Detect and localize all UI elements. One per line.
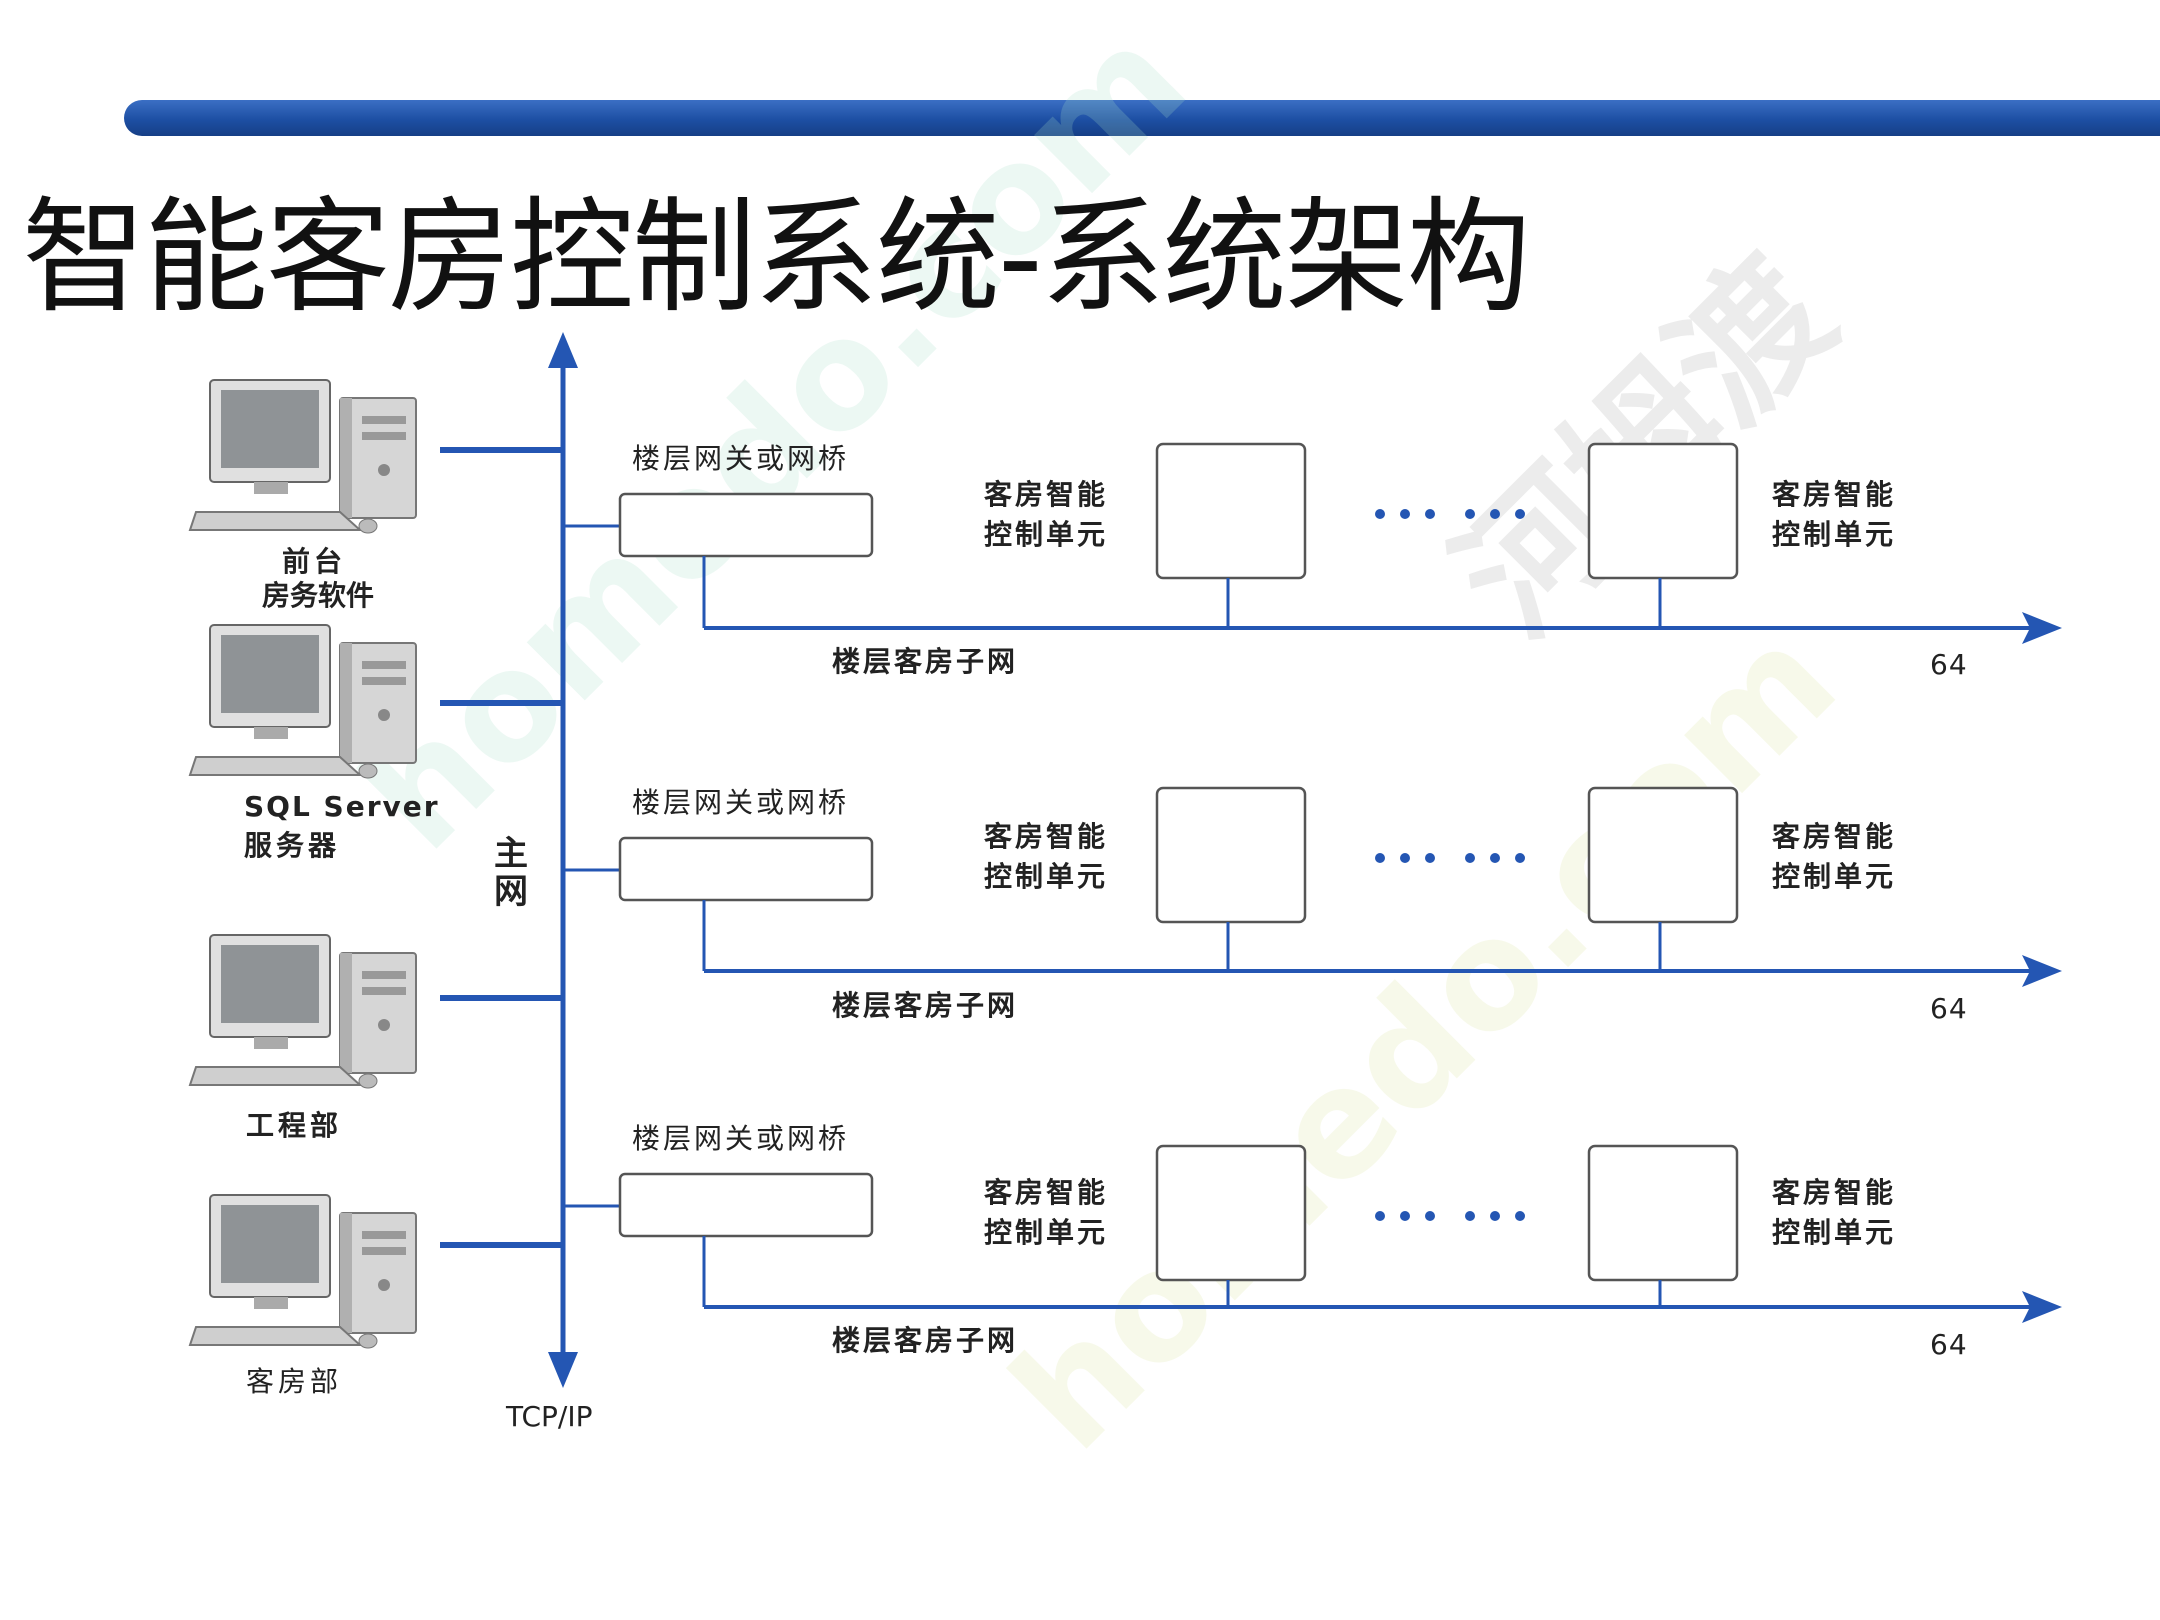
workstation-label-frontdesk-sub: 房务软件 [262,579,375,612]
ellipsis-dot [1400,1211,1410,1221]
subnet-label: 楼层客房子网 [832,645,1019,678]
workstation-connectors [440,447,563,1248]
control-unit-box [1587,442,1739,580]
unit-label: 控制单元 [984,1216,1109,1249]
ellipsis-dot [1425,509,1435,519]
desktop-computer-icon [188,1194,417,1349]
ellipsis-dot [1515,509,1525,519]
protocol-label: TCP/IP [506,1400,593,1433]
ellipsis-dot [1465,1211,1475,1221]
subnet-arrow-icon [2022,1291,2062,1323]
unit-label: 客房智能 [1772,1176,1897,1209]
unit-count: 64 [1930,648,1968,681]
gateway-label: 楼层网关或网桥 [632,442,850,475]
ellipsis-dot [1400,509,1410,519]
unit-label: 控制单元 [984,518,1109,551]
gateway-label: 楼层网关或网桥 [632,1122,850,1155]
unit-label: 控制单元 [1772,518,1897,551]
workstation-label-frontdesk: 前台 [282,545,347,578]
unit-label: 控制单元 [1772,860,1897,893]
subnet-arrow-icon [2022,955,2062,987]
subnet-arrow-icon [2022,612,2062,644]
bus-arrow-down-icon [548,1352,578,1388]
ellipsis-dot [1375,509,1385,519]
ellipsis-dot [1425,853,1435,863]
desktop-computer-icon [188,934,417,1089]
workstation-label-housekeeping: 客房部 [246,1365,343,1398]
ellipsis-dot [1515,853,1525,863]
ellipsis-dot [1465,509,1475,519]
floor-subnet-3 [563,1144,2062,1323]
header-bar [124,100,2160,136]
ellipsis-dot [1490,853,1500,863]
main-bus-label: 主 [494,834,528,874]
floor-subnet-1 [563,442,2062,644]
ellipsis-dot [1515,1211,1525,1221]
control-unit-box [1155,786,1307,924]
unit-label: 客房智能 [1772,820,1897,853]
unit-label: 客房智能 [1772,478,1897,511]
gateway-box [618,492,874,558]
main-bus-label: 网 [494,872,528,912]
workstation-label-sql-sub: 服务器 [244,829,341,862]
subnet-label: 楼层客房子网 [832,1324,1019,1357]
unit-label: 客房智能 [984,478,1109,511]
floor-subnet-2 [563,786,2062,987]
desktop-computer-icon [188,379,417,534]
unit-label: 控制单元 [1772,1216,1897,1249]
ellipsis-dot [1465,853,1475,863]
ellipsis-dot [1425,1211,1435,1221]
bus-arrow-up-icon [548,332,578,368]
ellipsis-dot [1375,1211,1385,1221]
unit-label: 客房智能 [984,1176,1109,1209]
workstation-label-sql: SQL Server [244,790,440,823]
unit-label: 控制单元 [984,860,1109,893]
control-unit-box [1587,786,1739,924]
ellipsis-dot [1400,853,1410,863]
desktop-computer-icon [188,624,417,779]
control-unit-box [1155,1144,1307,1282]
unit-count: 64 [1930,1328,1968,1361]
gateway-box [618,1172,874,1238]
ellipsis-dot [1375,853,1385,863]
control-unit-box [1155,442,1307,580]
gateway-box [618,836,874,902]
main-bus [548,332,578,1388]
gateway-label: 楼层网关或网桥 [632,786,850,819]
ellipsis-dot [1490,509,1500,519]
page-title: 智能客房控制系统-系统架构 [22,186,1531,330]
control-unit-box [1587,1144,1739,1282]
workstation-label-engineering: 工程部 [246,1109,343,1142]
ellipsis-dot [1490,1211,1500,1221]
unit-count: 64 [1930,992,1968,1025]
subnet-label: 楼层客房子网 [832,989,1019,1022]
unit-label: 客房智能 [984,820,1109,853]
